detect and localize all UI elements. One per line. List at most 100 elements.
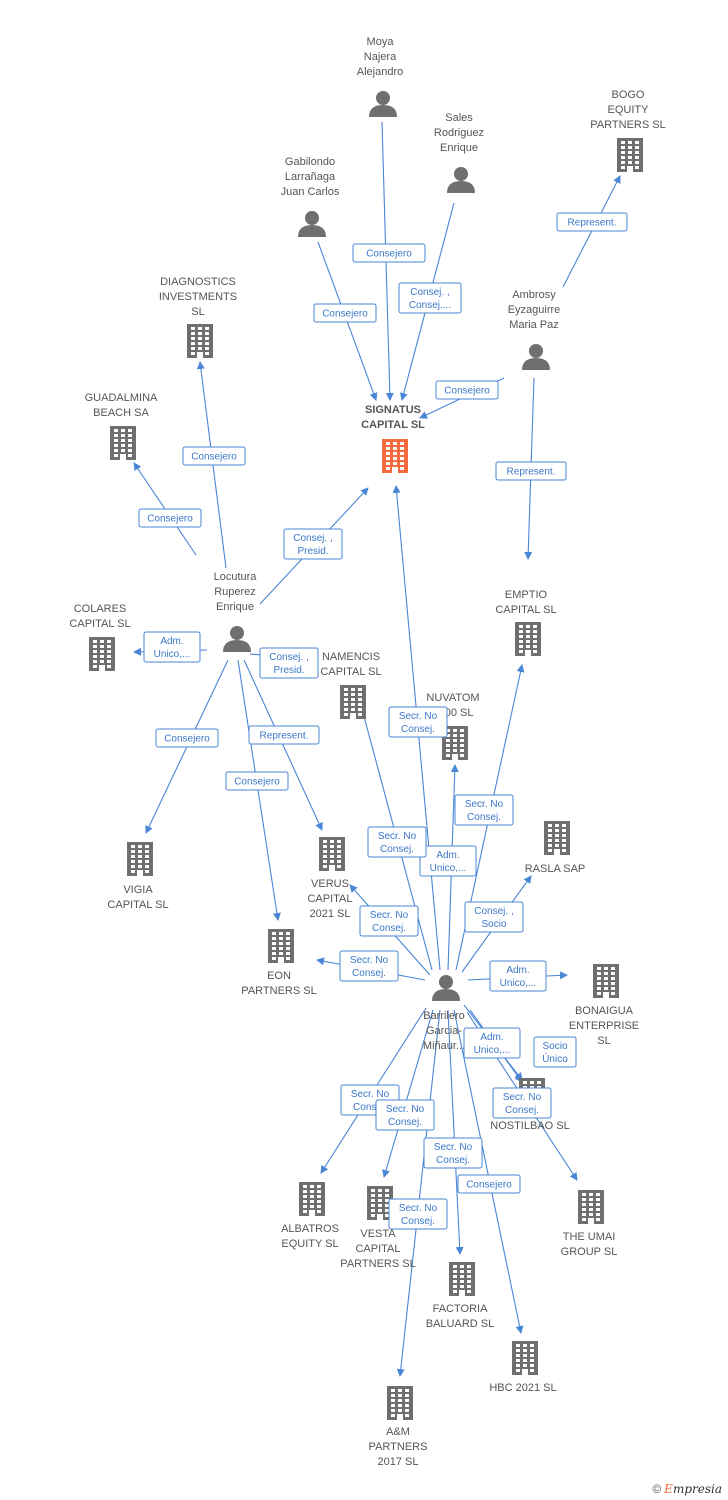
- person-icon: [447, 167, 475, 193]
- building-icon: [268, 929, 294, 963]
- building-icon: [578, 1190, 604, 1224]
- node-label: ENTERPRISE: [569, 1020, 639, 1032]
- relation-label[interactable]: Adm.Unico,...: [143, 631, 201, 663]
- node-label: Sales: [445, 112, 473, 124]
- brand-initial: E: [664, 1482, 673, 1496]
- relation-label[interactable]: Consejero: [435, 380, 499, 400]
- node-label: Locutura: [214, 571, 258, 583]
- person-node-barrilero[interactable]: BarrileroGarcia-Miñaur...: [423, 975, 465, 1052]
- relation-label[interactable]: Consejero: [313, 303, 377, 323]
- relation-label[interactable]: Consejero: [182, 446, 246, 466]
- relation-label-text: Consej.: [353, 1102, 387, 1113]
- building-icon: [89, 637, 115, 671]
- node-label: Ambrosy: [512, 289, 556, 301]
- node-label: EQUITY SL: [281, 1238, 338, 1250]
- relation-label-text: Consej.: [505, 1105, 539, 1116]
- node-label: EON: [267, 970, 291, 982]
- node-label: GUADALMINA: [85, 392, 158, 404]
- relation-label[interactable]: Represent.: [248, 725, 320, 745]
- company-node-colares[interactable]: COLARES CAPITAL SL: [69, 603, 131, 671]
- node-label: BEACH SA: [93, 407, 149, 419]
- relation-label-text: Adm.: [160, 636, 183, 647]
- node-label: CAPITAL SL: [69, 618, 130, 630]
- node-label: Garcia-: [426, 1025, 462, 1037]
- relation-label-text: Consej....: [409, 300, 451, 311]
- relation-label-text: Consej. ,: [269, 652, 308, 663]
- relation-label[interactable]: Adm.Unico,...: [419, 845, 477, 877]
- relation-label[interactable]: Secr. No Consej.: [367, 826, 427, 858]
- company-node-guadalmina[interactable]: GUADALMINA BEACH SA: [85, 392, 158, 460]
- relation-label[interactable]: Consejero: [138, 508, 202, 528]
- building-icon: [340, 685, 366, 719]
- relation-label-text: Consej. ,: [474, 906, 513, 917]
- node-label: Moya: [367, 36, 395, 48]
- building-icon: [319, 837, 345, 871]
- relation-label-text: Consej.: [436, 1155, 470, 1166]
- relation-label[interactable]: Consej. ,Consej....: [398, 282, 462, 314]
- relation-label[interactable]: Consejero: [155, 728, 219, 748]
- relation-label-text: Consej.: [372, 923, 406, 934]
- node-label: THE UMAI: [563, 1231, 616, 1243]
- company-node-hbc[interactable]: HBC 2021 SL: [489, 1341, 557, 1394]
- node-label: DIAGNOSTICS: [160, 276, 236, 288]
- relation-label-text: Consejero: [466, 1180, 512, 1191]
- node-label: PARTNERS SL: [340, 1258, 415, 1270]
- relation-label-text: Consej.: [380, 844, 414, 855]
- relation-label[interactable]: Adm.Unico,...: [489, 960, 547, 992]
- building-icon: [187, 324, 213, 358]
- relation-label-text: Secr. No: [378, 831, 417, 842]
- relation-label[interactable]: Consej. ,Socio: [464, 901, 524, 933]
- relation-label[interactable]: Consejero: [225, 771, 289, 791]
- relation-label[interactable]: Consej. ,Presid.: [259, 647, 319, 679]
- relation-label-text: Consej. ,: [293, 533, 332, 544]
- relation-label[interactable]: Consejero: [457, 1174, 521, 1194]
- relation-label-text: Secr. No: [350, 955, 389, 966]
- node-label: FACTORIA: [433, 1303, 488, 1315]
- relation-label[interactable]: Consejero: [352, 243, 426, 263]
- node-label: Najera: [364, 51, 397, 63]
- node-label: BONAIGUA: [575, 1005, 634, 1017]
- relation-label-text: Adm.: [436, 850, 459, 861]
- relation-label[interactable]: Consej. ,Presid.: [283, 528, 343, 560]
- node-label: EMPTIO: [505, 589, 548, 601]
- relation-label-text: Consejero: [444, 386, 490, 397]
- relation-label-text: Secr. No: [351, 1089, 390, 1100]
- relation-label[interactable]: Adm.Unico,...: [463, 1027, 521, 1059]
- relation-label-text: Represent.: [568, 218, 617, 229]
- relation-label-text: Consej.: [388, 1117, 422, 1128]
- relation-label[interactable]: Represent.: [556, 212, 628, 232]
- building-icon: [515, 622, 541, 656]
- relation-label[interactable]: Represent.: [495, 461, 567, 481]
- node-label: COLARES: [74, 603, 127, 615]
- company-node-rasla[interactable]: RASLA SAP: [525, 821, 586, 875]
